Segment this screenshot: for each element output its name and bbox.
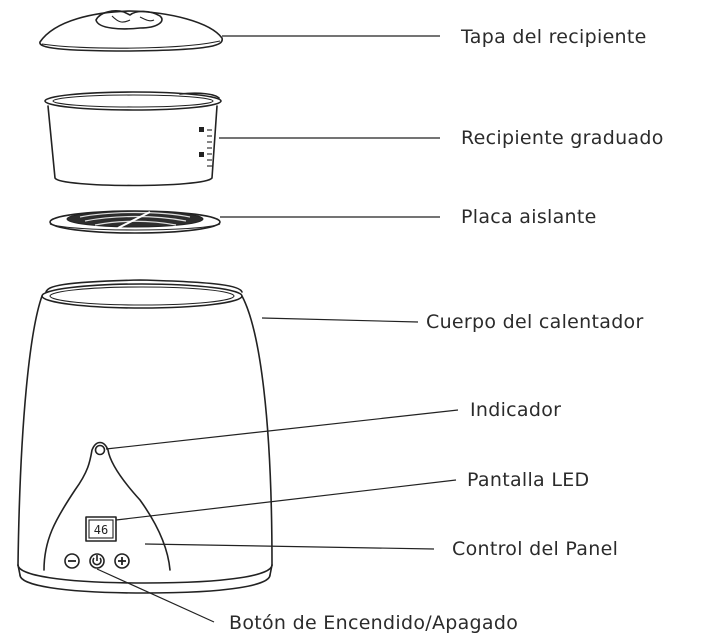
led-screen <box>85 516 117 542</box>
leader-power <box>96 568 215 623</box>
warmer-body <box>17 279 273 594</box>
label-plate: Placa aislante <box>461 206 597 228</box>
label-body: Cuerpo del calentador <box>426 311 644 333</box>
label-container: Recipiente graduado <box>461 127 664 149</box>
graduation-marks <box>199 127 212 167</box>
graduated-container <box>44 91 222 187</box>
minus-button[interactable] <box>64 553 80 569</box>
minus-button-icon <box>64 553 80 569</box>
leader-led <box>115 479 457 521</box>
insulating-plate <box>49 210 221 234</box>
label-led-screen: Pantalla LED <box>467 469 589 491</box>
leader-panel <box>144 543 435 550</box>
label-power-button: Botón de Encendido/Apagado <box>229 612 518 634</box>
label-panel: Control del Panel <box>452 538 618 560</box>
indicator-light-icon <box>94 444 106 456</box>
power-button[interactable] <box>89 553 105 569</box>
plus-button[interactable] <box>114 553 130 569</box>
leader-body <box>261 317 419 323</box>
plus-button-icon <box>114 553 130 569</box>
power-button-icon <box>89 553 105 569</box>
control-panel: 46 <box>43 441 171 571</box>
leader-indicator <box>105 409 459 450</box>
label-lid: Tapa del recipiente <box>460 26 647 48</box>
container-lid <box>39 10 224 52</box>
led-screen-value: 46 <box>94 523 108 537</box>
label-indicator: Indicador <box>470 399 561 421</box>
